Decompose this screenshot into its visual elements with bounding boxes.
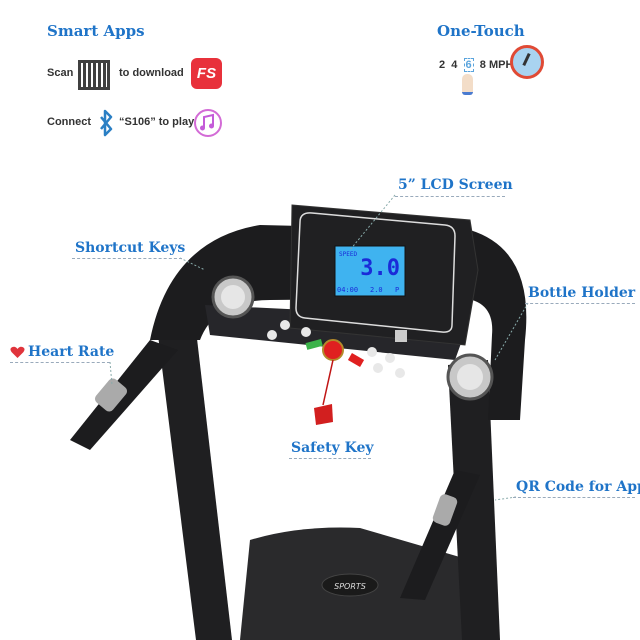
left-upright bbox=[158, 330, 232, 640]
brand-text: SPORTS bbox=[334, 582, 366, 591]
lcd-mode: P bbox=[395, 286, 399, 294]
safety-key-callout: Safety Key bbox=[291, 440, 374, 456]
heart-rate-sensor-right bbox=[432, 494, 458, 526]
one-touch-title: One-Touch bbox=[437, 22, 525, 40]
fs-app-icon[interactable]: FS bbox=[191, 58, 222, 89]
lcd-callout-underline bbox=[395, 196, 505, 197]
heart-rate-callout: Heart Rate bbox=[28, 344, 115, 360]
bottle-callout-underline bbox=[525, 303, 635, 304]
play-label: “S106” to play bbox=[119, 116, 195, 128]
bottle-holder-right-inner bbox=[457, 364, 483, 390]
scan-label: Scan bbox=[47, 67, 74, 79]
safety-key-cord bbox=[322, 359, 334, 406]
qr-callout-underline bbox=[513, 497, 635, 498]
right-upright bbox=[448, 360, 500, 640]
start-button[interactable] bbox=[305, 339, 323, 350]
bottle-holder-left-inner bbox=[221, 285, 245, 309]
shortcut-callout-underline bbox=[72, 258, 182, 259]
speed-preset[interactable]: 8 bbox=[479, 59, 486, 71]
speed-presets: 2 4 6 8 MPH bbox=[439, 58, 514, 72]
qr-code-callout: QR Code for App bbox=[516, 479, 640, 495]
safety-key-clip bbox=[314, 404, 333, 425]
safety-callout-underline bbox=[289, 458, 371, 459]
speed-unit: MPH bbox=[488, 59, 514, 71]
stop-button[interactable] bbox=[347, 353, 365, 367]
callout-lines bbox=[109, 194, 529, 501]
qr-code-on-console bbox=[395, 330, 407, 342]
download-label: to download bbox=[119, 67, 184, 79]
speed-preset-highlighted[interactable]: 6 bbox=[463, 58, 474, 72]
connect-label: Connect bbox=[47, 116, 91, 128]
heart-rate-icon bbox=[10, 346, 25, 358]
shortcut-keys-callout: Shortcut Keys bbox=[75, 240, 186, 256]
hand-tap-icon bbox=[462, 74, 473, 95]
heart-rate-sensor-left bbox=[94, 378, 128, 412]
qr-code-icon bbox=[78, 60, 110, 90]
lcd-label: SPEED bbox=[339, 251, 357, 258]
bluetooth-icon bbox=[100, 109, 113, 137]
speed-preset[interactable]: 4 bbox=[451, 59, 458, 71]
bottle-holder-callout: Bottle Holder bbox=[528, 285, 636, 301]
safety-key-button[interactable] bbox=[322, 339, 344, 361]
lcd-secondary: 2.0 bbox=[370, 286, 383, 294]
shortcut-keys[interactable] bbox=[267, 320, 405, 378]
lcd-time: 04:00 bbox=[337, 286, 358, 294]
heart-callout-underline bbox=[10, 362, 110, 363]
speedometer-icon bbox=[510, 45, 544, 79]
lcd-screen-callout: 5” LCD Screen bbox=[398, 177, 513, 193]
speed-preset[interactable]: 2 bbox=[439, 59, 446, 71]
smart-apps-title: Smart Apps bbox=[47, 22, 145, 40]
brand-badge bbox=[321, 573, 379, 597]
lcd-screen bbox=[334, 245, 406, 297]
lcd-main-value: 3.0 bbox=[360, 256, 400, 281]
music-icon[interactable] bbox=[193, 108, 223, 138]
console-outline bbox=[295, 212, 456, 333]
right-handrail bbox=[400, 470, 480, 600]
